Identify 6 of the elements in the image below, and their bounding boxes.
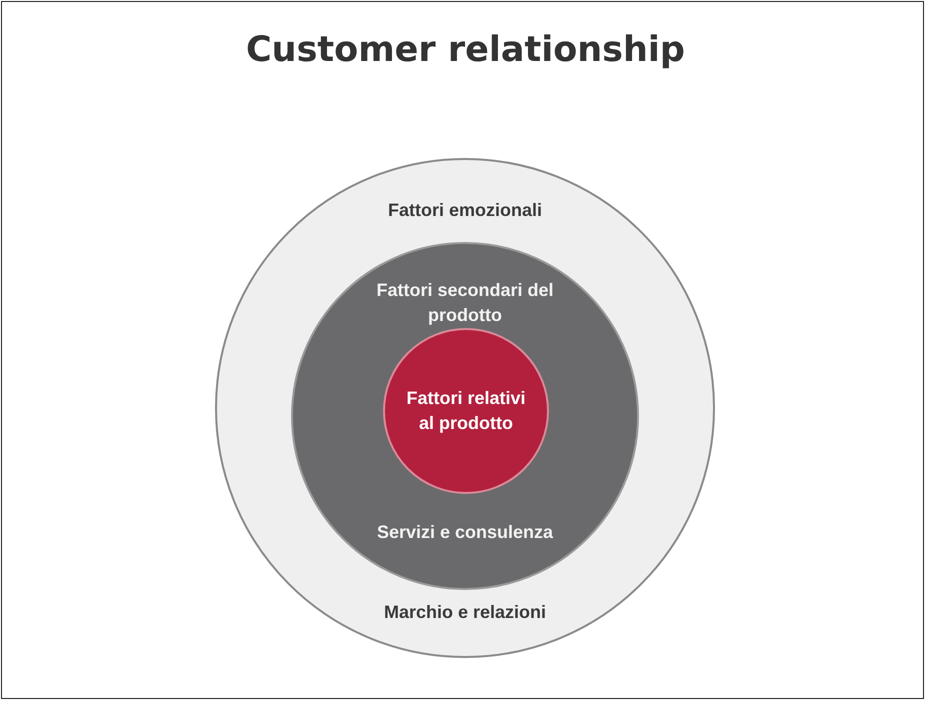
ring-label: Marchio e relazioni xyxy=(384,601,546,624)
ring-label: Fattori relativi al prodotto xyxy=(405,387,527,435)
title: Customer relationship xyxy=(245,30,686,70)
ring-label: Fattori emozionali xyxy=(388,199,542,222)
ring-label: Fattori secondari del prodotto xyxy=(375,279,555,327)
ring-label: Servizi e consulenza xyxy=(376,521,554,544)
